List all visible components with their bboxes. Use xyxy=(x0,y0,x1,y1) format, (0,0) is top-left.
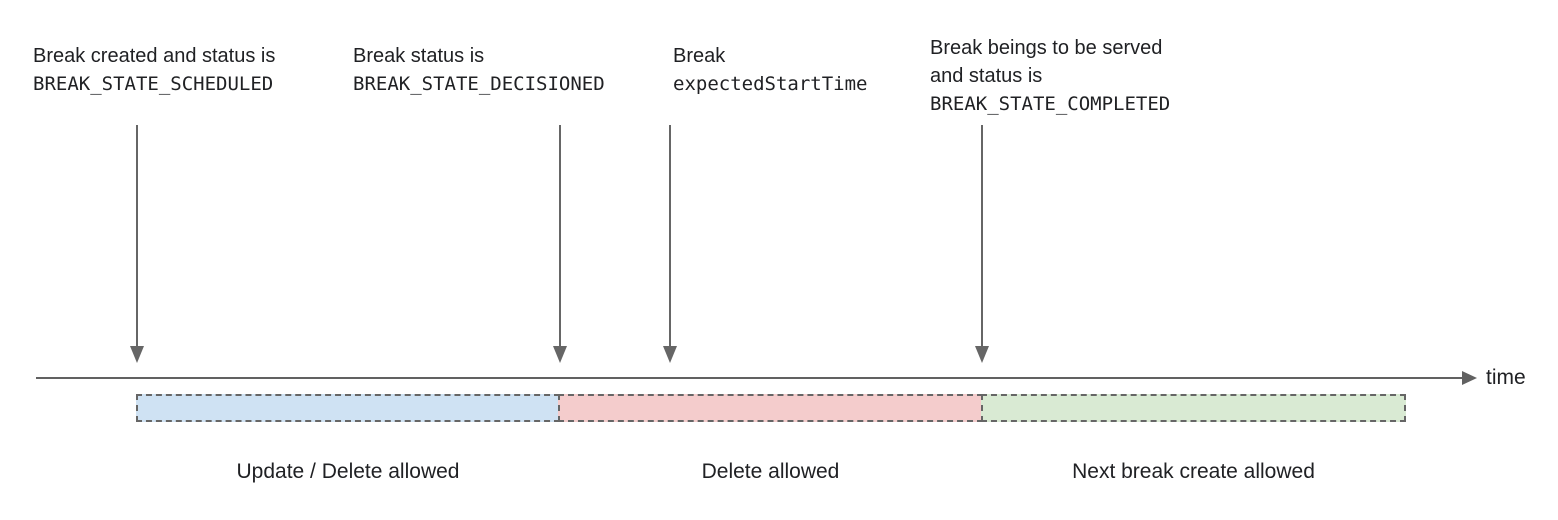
event-arrow-scheduled xyxy=(129,125,145,363)
arrow-line xyxy=(669,125,671,347)
arrow-line xyxy=(559,125,561,347)
annotation-text: Break created and status is xyxy=(33,45,276,67)
arrow-down-icon xyxy=(130,346,144,363)
annotation-break-decisioned: Break status is BREAK_STATE_DECISIONED xyxy=(353,42,605,98)
event-arrow-decisioned xyxy=(552,125,568,363)
annotation-expected-start-time: Break expectedStartTime xyxy=(673,42,867,98)
annotation-code: expectedStartTime xyxy=(673,73,868,95)
annotation-text: Break status is xyxy=(353,45,485,67)
annotation-code: BREAK_STATE_COMPLETED xyxy=(930,93,1171,115)
arrow-line xyxy=(136,125,138,347)
annotation-break-completed: Break beings to be served and status is … xyxy=(930,34,1170,118)
annotation-code: BREAK_STATE_DECISIONED xyxy=(353,73,605,95)
segment-update-delete-allowed xyxy=(136,394,560,422)
segment-label: Delete allowed xyxy=(701,460,840,483)
time-axis-line xyxy=(36,377,1464,379)
arrow-down-icon xyxy=(975,346,989,363)
segment-label: Update / Delete allowed xyxy=(236,460,460,483)
segment-next-break-create-allowed xyxy=(981,394,1406,422)
arrow-right-icon xyxy=(1462,371,1477,385)
annotation-code: BREAK_STATE_SCHEDULED xyxy=(33,73,274,95)
event-arrow-completed xyxy=(974,125,990,363)
segment-label: Next break create allowed xyxy=(1072,460,1315,483)
annotation-break-scheduled: Break created and status is BREAK_STATE_… xyxy=(33,42,275,98)
segment-delete-allowed xyxy=(558,394,983,422)
time-axis-label: time xyxy=(1486,366,1526,389)
annotation-text: and status is xyxy=(930,65,1043,87)
annotation-text: Break beings to be served xyxy=(930,37,1163,59)
event-arrow-expected-start xyxy=(662,125,678,363)
annotation-text: Break xyxy=(673,45,726,67)
arrow-down-icon xyxy=(663,346,677,363)
arrow-down-icon xyxy=(553,346,567,363)
arrow-line xyxy=(981,125,983,347)
